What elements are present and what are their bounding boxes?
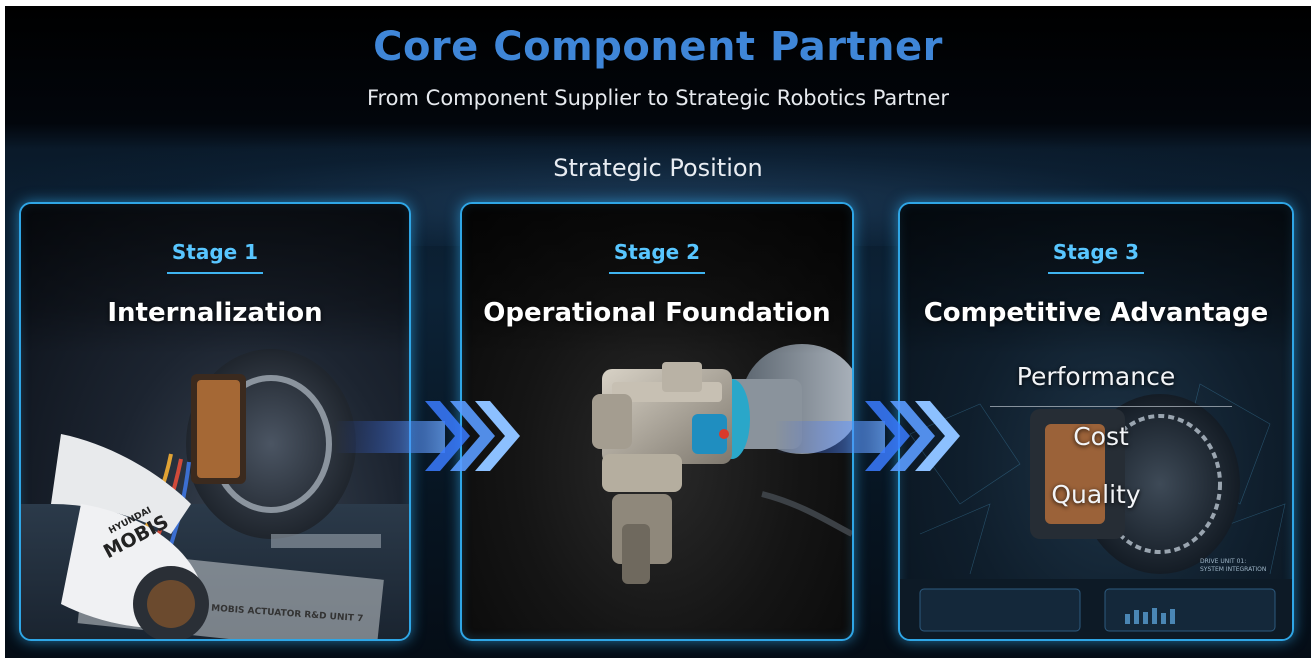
page-title: Core Component Partner	[373, 24, 943, 70]
page-subtitle: From Component Supplier to Strategic Rob…	[366, 86, 950, 110]
stage-card-2: Stage 2 Operational Foundation	[460, 202, 854, 641]
advantage-cost: Cost	[1073, 422, 1129, 451]
section-label: Strategic Position	[553, 154, 763, 182]
stage-label: Stage 1	[171, 240, 259, 264]
stage-title: Competitive Advantage	[923, 298, 1269, 328]
stage-title: Operational Foundation	[483, 298, 831, 328]
chevron-arrow-icon	[335, 401, 520, 471]
stage-label: Stage 2	[613, 240, 701, 264]
chevron-arrow-icon	[775, 401, 960, 471]
stage-underline	[1048, 272, 1144, 274]
actuator-hologram	[900, 383, 1292, 639]
advantage-performance: Performance	[1016, 362, 1176, 391]
stage-underline	[609, 272, 705, 274]
workbench-photo	[21, 349, 409, 639]
card-shade	[900, 204, 1292, 354]
stage-card-3: DRIVE UNIT 01: SYSTEM INTEGRATION Stage …	[898, 202, 1294, 641]
stage-underline	[167, 272, 263, 274]
advantage-divider	[990, 406, 1232, 407]
stage-label: Stage 3	[1052, 240, 1140, 264]
card-shade	[21, 204, 409, 354]
stage-title: Internalization	[107, 298, 323, 328]
caption-line-1: DRIVE UNIT 01:	[1200, 558, 1247, 565]
robot-finger-photo	[592, 344, 852, 584]
caption-line-2: SYSTEM INTEGRATION	[1200, 566, 1267, 573]
slide: Core Component Partner From Component Su…	[5, 6, 1311, 658]
card-shade	[462, 204, 852, 354]
advantage-quality: Quality	[1051, 480, 1141, 509]
